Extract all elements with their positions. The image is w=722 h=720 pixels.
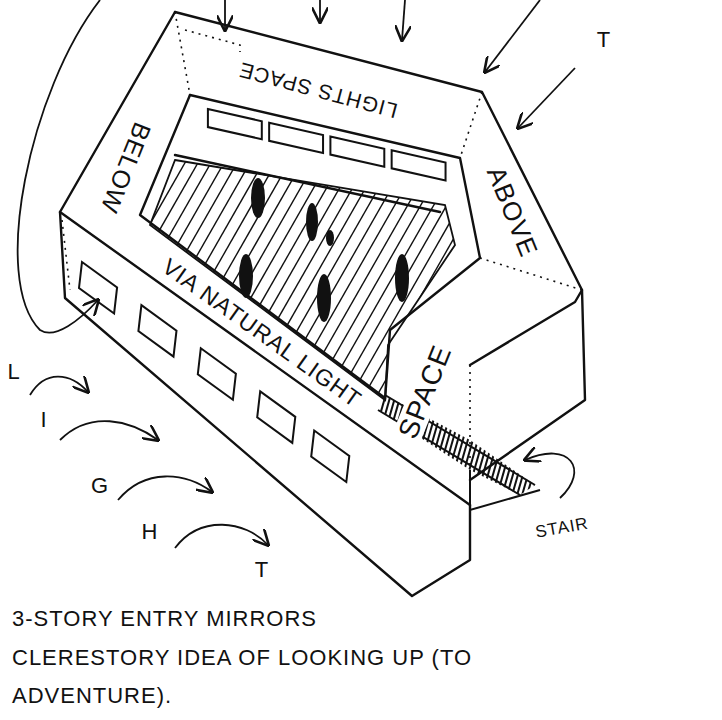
clerestory-window <box>208 109 446 180</box>
hatch-line <box>688 140 722 420</box>
hatch-line <box>493 140 653 420</box>
stair-tread <box>535 380 575 520</box>
person-figure <box>326 230 334 246</box>
light-arrow <box>18 0 575 548</box>
hatch-line <box>454 140 614 420</box>
hatch-line <box>12 140 172 420</box>
sketch-label: L <box>5 360 22 383</box>
person-figure <box>239 254 253 298</box>
hatch-line <box>571 140 722 420</box>
stair-tread <box>525 380 565 520</box>
person-figure <box>251 178 265 218</box>
dotted-edge <box>62 12 582 505</box>
stair-tread <box>460 380 500 520</box>
hatch-line <box>532 140 692 420</box>
stair-tread <box>365 380 405 520</box>
person-figure <box>395 254 409 302</box>
stair-tread <box>555 380 595 520</box>
hatch-line <box>610 140 722 420</box>
hatch-line <box>0 140 68 420</box>
hatch-line <box>545 140 705 420</box>
sketch-label: T <box>253 558 271 581</box>
front-window <box>198 348 236 399</box>
stair-tread <box>545 380 585 520</box>
hatch-line <box>389 140 549 420</box>
stair-tread <box>585 380 625 520</box>
stair-tread <box>370 380 410 520</box>
stair-tread <box>570 380 610 520</box>
sketch-label: H <box>140 520 161 543</box>
hatch-line <box>0 140 3 420</box>
sketch-label: LIGHTS SPACE <box>234 58 401 123</box>
hatch-line <box>649 140 722 420</box>
hatch-line <box>675 140 722 420</box>
front-window <box>79 262 117 313</box>
stair-tread <box>550 380 590 520</box>
caption-note: 3-STORY ENTRY MIRRORS CLERESTORY IDEA OF… <box>12 600 482 716</box>
stair-tread <box>530 380 570 520</box>
clerestory-window <box>330 137 384 167</box>
hatch-line <box>324 140 484 420</box>
stair-tread <box>480 380 520 520</box>
hatch-line <box>558 140 718 420</box>
front-window <box>311 431 349 482</box>
front-window <box>257 391 295 442</box>
sketch-label: SPACE <box>392 339 457 444</box>
hatch-line <box>584 140 722 420</box>
hatch-line <box>272 140 432 420</box>
hatch-line <box>519 140 679 420</box>
sketch-label: STAIR <box>532 514 592 542</box>
stair-tread <box>560 380 600 520</box>
hatch-line <box>428 140 588 420</box>
front-window <box>138 305 176 356</box>
stair-tread <box>495 380 535 520</box>
hatch-line <box>480 140 640 420</box>
hatch-line <box>77 140 237 420</box>
hatch-line <box>0 140 107 420</box>
stair-tread <box>580 380 620 520</box>
sketch-label: T <box>595 28 613 51</box>
clerestory-window <box>208 109 262 139</box>
stair-tread <box>565 380 605 520</box>
stair-tread <box>515 380 555 520</box>
sketch-label: I <box>38 408 49 431</box>
person-figure <box>239 178 409 322</box>
hatch-line <box>441 140 601 420</box>
stair-tread <box>300 380 340 520</box>
hatch-line <box>0 140 120 420</box>
stair-tread <box>510 380 550 520</box>
stair-tread <box>520 380 560 520</box>
stair-tread <box>590 380 630 520</box>
hatch-line <box>623 140 722 420</box>
clerestory-window <box>269 123 323 153</box>
hatch-line <box>467 140 627 420</box>
hatch-line <box>0 140 42 420</box>
clerestory-window <box>392 150 446 180</box>
sketch-label: ABOVE <box>481 161 543 263</box>
hatch-line <box>597 140 722 420</box>
hatch-line <box>662 140 722 420</box>
person-figure <box>306 203 318 241</box>
wall-outline <box>60 12 585 596</box>
stair-tread <box>595 380 635 520</box>
person-figure <box>317 274 331 322</box>
stair-tread <box>540 380 580 520</box>
sketch-label: G <box>89 474 111 497</box>
hatch-line <box>636 140 722 420</box>
hatch-line <box>506 140 666 420</box>
stair-tread <box>575 380 615 520</box>
